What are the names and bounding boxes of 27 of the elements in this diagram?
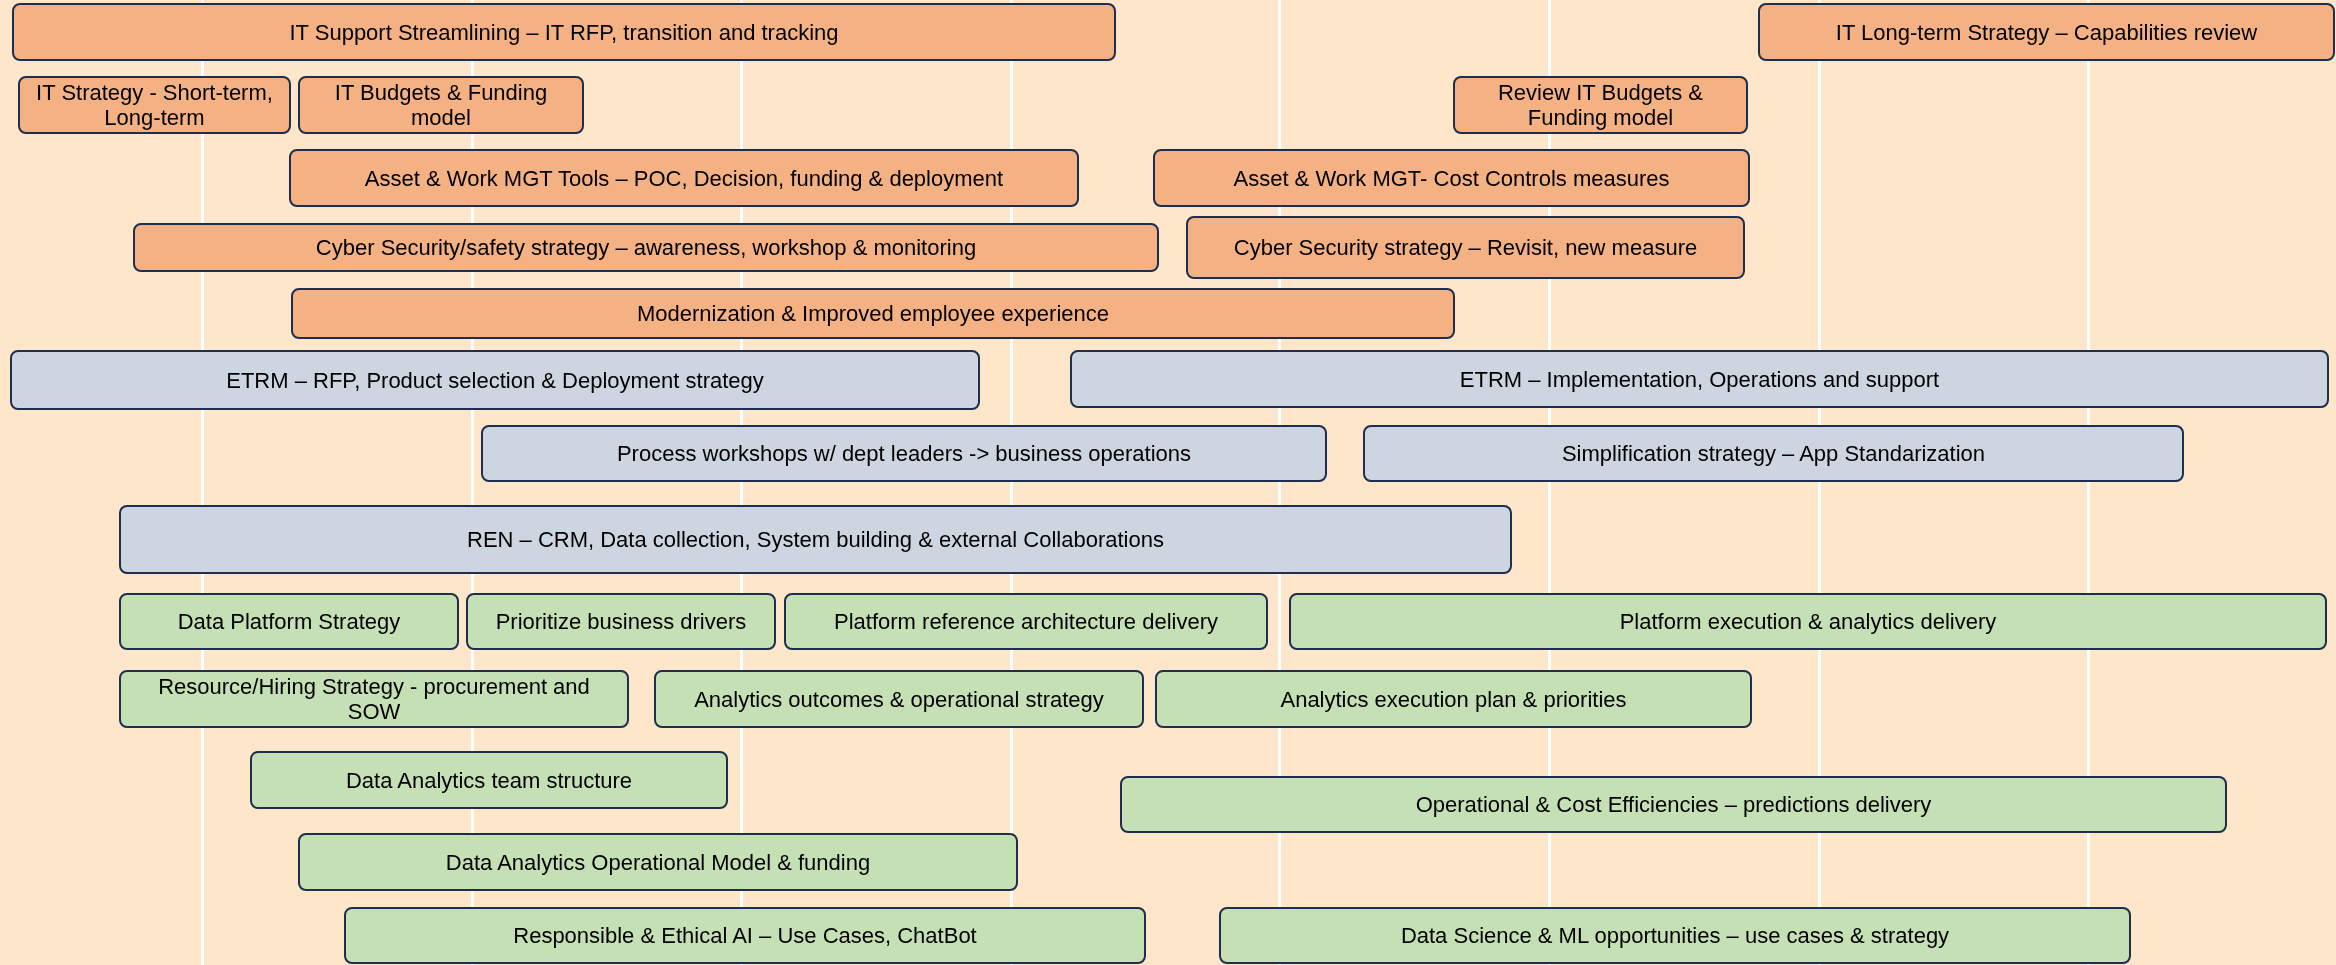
timeline-bar: Review IT Budgets & Funding model — [1453, 76, 1748, 134]
timeline-bar: Data Platform Strategy — [119, 593, 459, 650]
timeline-bar: Process workshops w/ dept leaders -> business operations — [481, 425, 1327, 482]
timeline-bar: Platform execution & analytics delivery — [1289, 593, 2327, 650]
timeline-bar: IT Long-term Strategy – Capabilities review — [1758, 3, 2335, 61]
timeline-bar: Data Analytics Operational Model & funding — [298, 833, 1018, 891]
timeline-bar: Responsible & Ethical AI – Use Cases, ChatBot — [344, 907, 1146, 964]
timeline-bar: Analytics outcomes & operational strategy — [654, 670, 1144, 728]
timeline-bar: REN – CRM, Data collection, System building & external Collaborations — [119, 505, 1512, 574]
timeline-bar: Operational & Cost Efficiencies – predictions delivery — [1120, 776, 2227, 833]
timeline-bar: IT Strategy - Short-term, Long-term — [18, 76, 291, 134]
timeline-bar: Simplification strategy – App Standarization — [1363, 425, 2184, 482]
timeline-bar: Analytics execution plan & priorities — [1155, 670, 1752, 728]
timeline-bar: Cyber Security/safety strategy – awareness, workshop & monitoring — [133, 223, 1159, 272]
timeline-bar: Asset & Work MGT Tools – POC, Decision, funding & deployment — [289, 149, 1079, 207]
timeline-bar: Cyber Security strategy – Revisit, new measure — [1186, 216, 1745, 279]
timeline-bar: Asset & Work MGT- Cost Controls measures — [1153, 149, 1750, 207]
timeline-bar: ETRM – Implementation, Operations and support — [1070, 350, 2329, 408]
timeline-bar: IT Budgets & Funding model — [298, 76, 584, 134]
timeline-bar: Resource/Hiring Strategy - procurement and SOW — [119, 670, 629, 728]
timeline-bar: Modernization & Improved employee experience — [291, 288, 1455, 339]
timeline-bar: Data Analytics team structure — [250, 751, 728, 809]
timeline-bar: Data Science & ML opportunities – use cases & strategy — [1219, 907, 2131, 964]
timeline-bar: Prioritize business drivers — [466, 593, 776, 650]
timeline-bar: ETRM – RFP, Product selection & Deployment strategy — [10, 350, 980, 410]
timeline-bar: Platform reference architecture delivery — [784, 593, 1268, 650]
timeline-bar: IT Support Streamlining – IT RFP, transition and tracking — [12, 3, 1116, 61]
